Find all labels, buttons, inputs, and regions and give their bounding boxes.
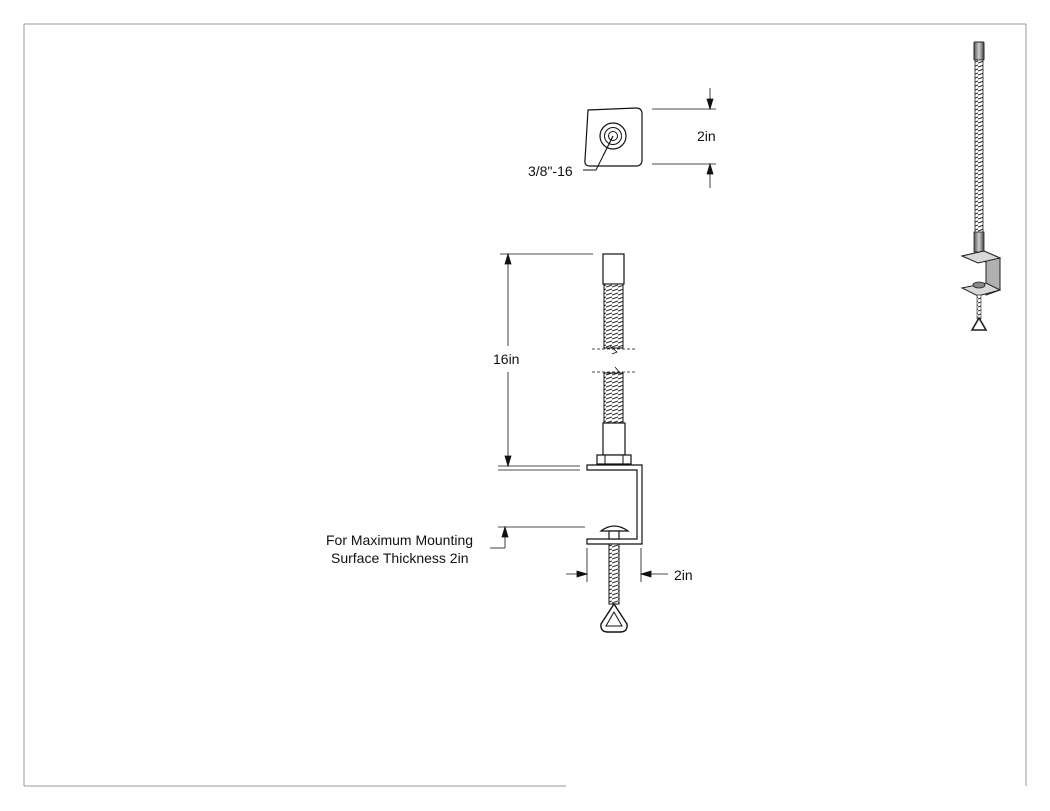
- plate-height-label: 2in: [697, 128, 716, 144]
- clamp-pressure-pad: [599, 525, 630, 540]
- length-label: 16in: [493, 351, 519, 367]
- gooseneck-lower-coil: [603, 372, 624, 424]
- mount-nut: [596, 454, 632, 465]
- length-dimension: [498, 252, 593, 471]
- mounting-note-line2: Surface Thickness 2in: [331, 550, 468, 566]
- top-view-mount-plate: [583, 107, 643, 171]
- gooseneck-tip-sleeve: [602, 253, 625, 285]
- c-clamp-body: [586, 464, 643, 545]
- isometric-product-view: [960, 41, 1002, 331]
- clamp-depth-label: 2in: [674, 567, 693, 583]
- gooseneck-base-ferrule: [602, 422, 626, 456]
- thread-size-label: 3/8"-16: [528, 163, 573, 179]
- thread-leader-arrow: [602, 135, 614, 157]
- drawing-border: [23, 23, 1027, 787]
- mounting-thickness-dimension: [490, 525, 585, 549]
- gooseneck-upper-coil: [603, 283, 624, 349]
- side-view-gooseneck: [592, 253, 636, 465]
- clamp-depth-dimension: [566, 548, 668, 582]
- clamp-threaded-screw: [608, 543, 620, 605]
- length-break-marks: [592, 348, 636, 373]
- top-view-height-dimension: [652, 88, 716, 188]
- mounting-note-line1: For Maximum Mounting: [326, 532, 473, 548]
- clamp-wing-knob: [600, 602, 628, 633]
